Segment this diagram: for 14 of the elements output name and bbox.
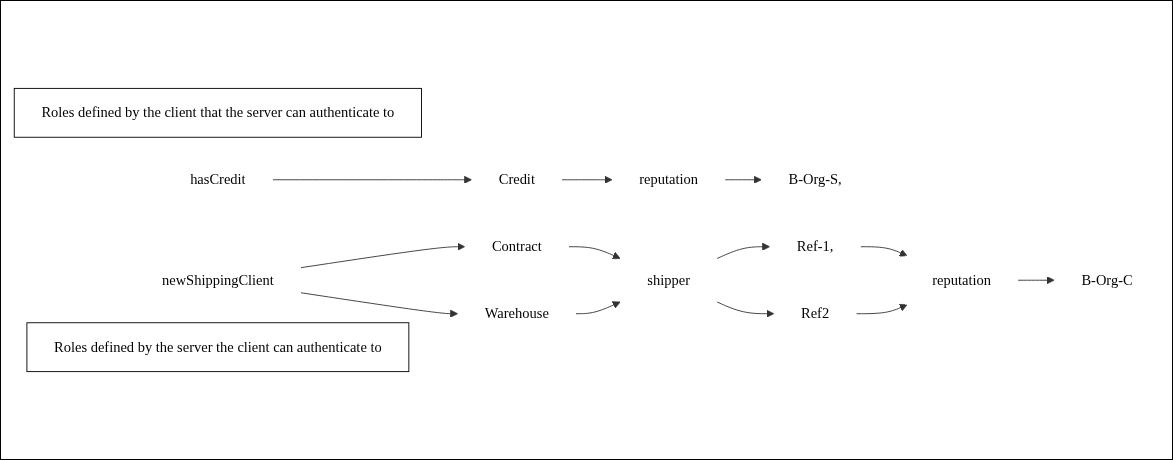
node-box: Roles defined by the server the client can authenticate to bbox=[25, 322, 409, 373]
node-text: shipper bbox=[646, 272, 690, 288]
node-text: reputation bbox=[931, 272, 991, 288]
node-text: B-Org-C bbox=[1080, 272, 1133, 288]
node-text: Ref-1, bbox=[796, 238, 833, 254]
node-text: Credit bbox=[498, 171, 535, 188]
node-text: newShippingClient bbox=[161, 272, 274, 288]
node-text: Contract bbox=[491, 238, 542, 254]
node-text: B-Org-S, bbox=[787, 171, 842, 188]
node-box: Roles defined by the client that the server can authenticate to bbox=[13, 87, 422, 138]
node-text: reputation bbox=[638, 171, 698, 188]
node-text: hasCredit bbox=[189, 171, 246, 188]
node-text: Warehouse bbox=[484, 305, 549, 321]
node-text: Ref2 bbox=[800, 305, 829, 321]
